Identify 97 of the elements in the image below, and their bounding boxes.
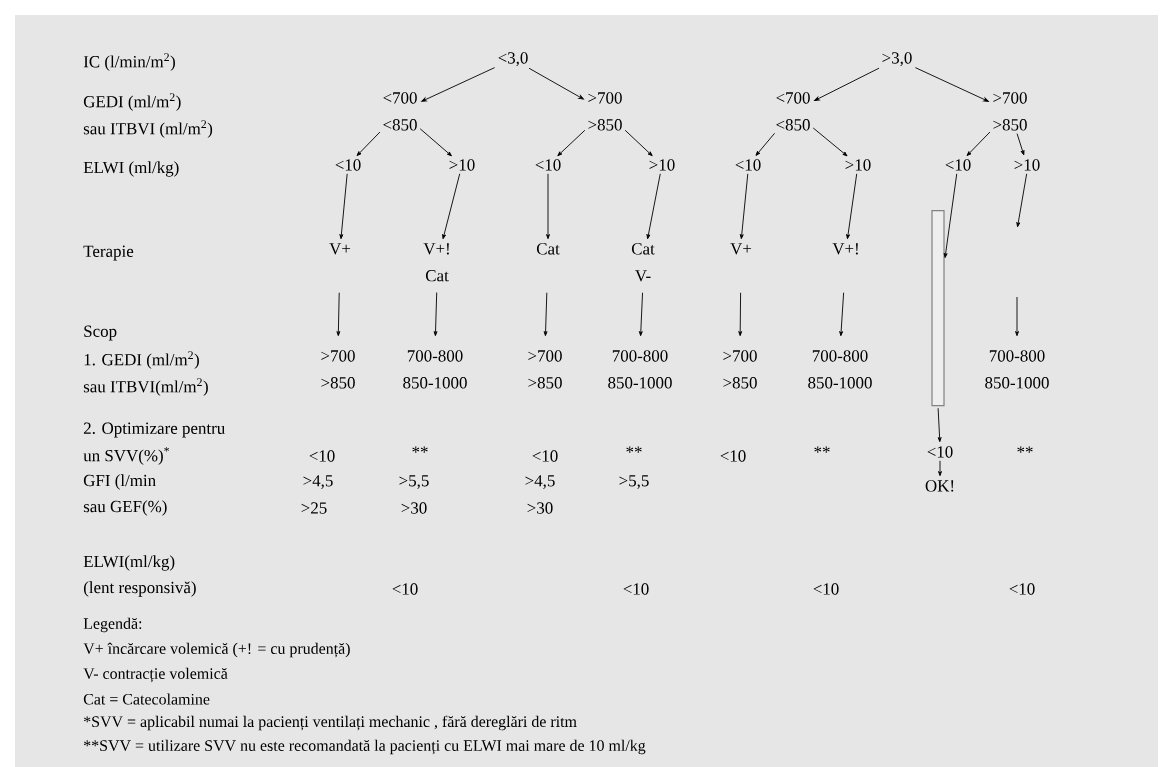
row-label: sau ITBVI (ml/m$^{2}$) xyxy=(83,120,213,138)
value-text: <10 xyxy=(945,159,971,171)
arrow xyxy=(356,131,381,157)
arrow xyxy=(1015,296,1019,337)
arrow xyxy=(557,129,586,157)
arrow xyxy=(543,292,548,337)
arrow xyxy=(943,173,958,258)
value-text: ** xyxy=(814,446,830,453)
legend-text: Legendă: xyxy=(83,617,142,633)
arrow xyxy=(442,173,461,240)
value-text: <10 xyxy=(1009,583,1035,595)
value-text: ** xyxy=(1017,446,1033,453)
value-text: Cat V- xyxy=(631,243,655,282)
value-text: 700-800 850-1000 xyxy=(808,350,872,389)
value-text: >700 >850 xyxy=(723,350,757,389)
arrow xyxy=(339,173,348,240)
value-text: >30 xyxy=(401,502,427,514)
arrow xyxy=(846,173,858,240)
arrow xyxy=(966,131,991,157)
value-text: >4,5 xyxy=(303,475,333,489)
value-text: <10 xyxy=(735,159,761,171)
value-text: 700-800 850-1000 xyxy=(403,350,467,389)
value-text: >700 >850 xyxy=(993,92,1027,131)
legend-text: *SVV = aplicabil numai la pacienți ventilați mechanic , fără dereglări de ritm xyxy=(84,715,577,731)
arrow xyxy=(646,173,661,240)
arrow xyxy=(738,292,743,337)
arrow xyxy=(814,67,880,101)
row-label: GFI (l/min xyxy=(83,474,156,490)
value-text: >25 xyxy=(301,502,327,514)
arrow xyxy=(739,173,749,240)
value-text: <10 xyxy=(720,450,746,462)
row-label: ELWI (ml/kg) xyxy=(83,161,179,177)
row-label: 2. Optimizare pentru xyxy=(83,422,225,438)
value-text: >700 >850 xyxy=(528,350,562,389)
value-text: <3,0 xyxy=(498,52,528,67)
row-label: (lent responsivă) xyxy=(83,581,196,597)
value-text: >10 xyxy=(845,159,871,171)
row-label: 1. GEDI (ml/m$^{2}$) xyxy=(84,351,199,369)
value-text: <10 xyxy=(813,583,839,595)
value-text: >5,5 xyxy=(619,475,649,489)
row-label: sau GEF(%) xyxy=(83,500,167,516)
value-text: >4,5 xyxy=(525,475,555,489)
arrow xyxy=(638,292,643,337)
value-text: 700-800 850-1000 xyxy=(985,350,1049,389)
arrow xyxy=(755,132,776,156)
arrow xyxy=(336,292,341,337)
legend-text: **SVV = utilizare SVV nu este recomandată la pacienți cu ELWI mai mare de 10 ml/kg xyxy=(84,739,646,755)
value-text: >5,5 xyxy=(399,475,429,489)
value-text: <10 xyxy=(532,450,558,462)
row-label: IC (l/min/m$^{2}$) xyxy=(83,53,175,71)
legend-text: Cat = Catecolamine xyxy=(83,693,210,705)
value-text: <10 xyxy=(927,446,953,458)
value-text: Cat xyxy=(536,243,560,255)
value-text: <10 xyxy=(309,450,335,462)
arrow xyxy=(1016,133,1025,156)
value-text: >700 >850 xyxy=(588,92,622,131)
value-text: >30 xyxy=(527,502,553,514)
arrow xyxy=(421,67,496,102)
legend-text: V- contracție volemică xyxy=(83,667,228,683)
value-text: <10 xyxy=(623,583,649,595)
row-label: ELWI(ml/kg) xyxy=(83,555,175,571)
value-text: OK! xyxy=(925,480,954,492)
arrow xyxy=(419,128,452,157)
value-text: >700 >850 xyxy=(321,350,355,389)
arrow xyxy=(812,127,848,157)
value-text: >10 xyxy=(649,159,675,171)
row-label: sau ITBVI(ml/m$^{2}$) xyxy=(83,378,208,396)
arrow xyxy=(937,407,942,443)
arrow xyxy=(528,67,584,100)
vertical-bar xyxy=(931,210,945,407)
arrow xyxy=(624,129,653,157)
row-label: Scop xyxy=(84,325,117,341)
value-text: <700 <850 xyxy=(776,92,810,131)
arrow xyxy=(839,292,845,337)
value-text: >10 xyxy=(1014,159,1040,171)
value-text: ** xyxy=(626,446,642,453)
legend-text: V+ încărcare volemică (+! = cu prudență) xyxy=(83,642,350,658)
arrow xyxy=(546,173,550,240)
row-label: Terapie xyxy=(83,245,134,261)
value-text: V+! Cat xyxy=(423,243,449,282)
value-text: >10 xyxy=(449,159,475,171)
arrow xyxy=(914,67,989,102)
value-text: V+ xyxy=(730,243,752,255)
row-label: GEDI (ml/m$^{2}$) xyxy=(83,93,181,111)
value-text: ** xyxy=(412,446,428,453)
value-text: V+! xyxy=(832,243,858,255)
arrow xyxy=(938,460,942,477)
value-text: V+ xyxy=(329,243,351,255)
value-text: >3,0 xyxy=(882,52,912,67)
value-text: 700-800 850-1000 xyxy=(608,350,672,389)
value-text: <10 xyxy=(335,159,361,171)
arrow xyxy=(1016,173,1028,228)
value-text: <10 xyxy=(392,583,418,595)
row-label: un SVV(%)$^{*}$ xyxy=(83,447,169,465)
value-text: <10 xyxy=(535,159,561,171)
arrow xyxy=(433,292,438,337)
value-text: <700 <850 xyxy=(383,92,417,131)
